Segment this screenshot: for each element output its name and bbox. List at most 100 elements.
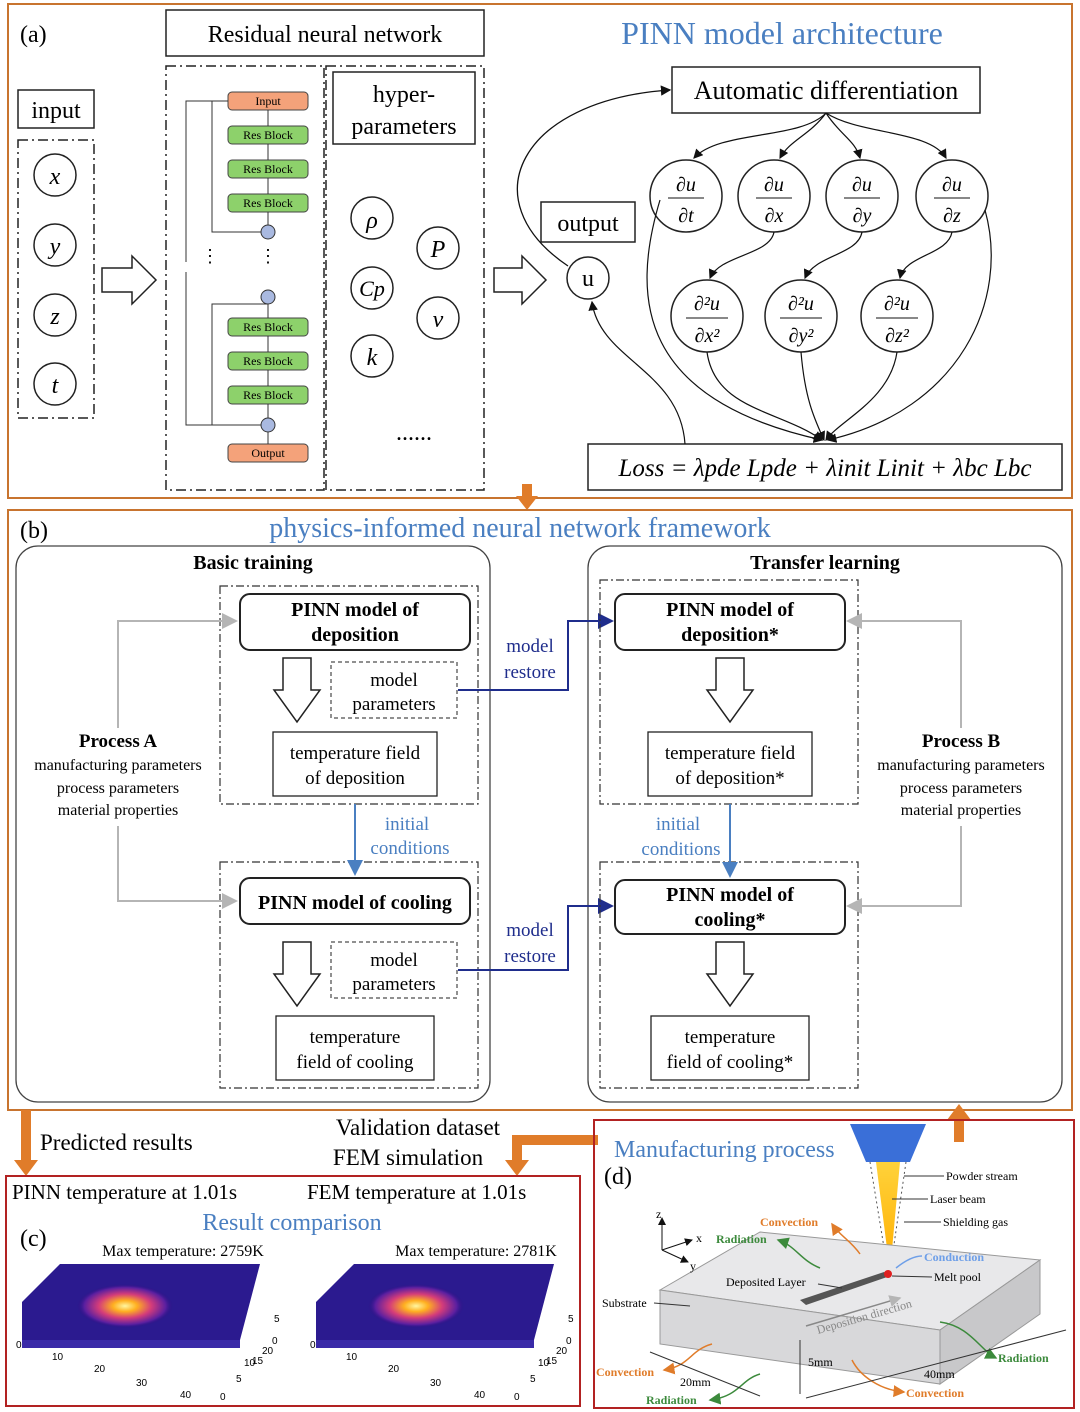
axis-x-arrow <box>661 1238 693 1251</box>
panel-c-title: Result comparison <box>202 1210 381 1236</box>
label-substrate: Substrate <box>602 1296 647 1310</box>
panel-d-labels: Powder stream Laser beam Shielding gas M… <box>596 1169 1067 1407</box>
process-b-arrow-top <box>846 613 962 728</box>
fem-x-tick-3: 30 <box>430 1378 442 1389</box>
deriv-dudt-den: ∂t <box>678 205 694 227</box>
model-restore-arrow-2 <box>458 898 614 971</box>
pinn-cooling-box <box>239 877 471 925</box>
pinn-deposition-line2: deposition <box>311 624 399 646</box>
pinn-y-tick-0: 0 <box>220 1392 226 1403</box>
first-derivative-nodes: ∂u ∂t ∂u ∂x ∂u ∂y ∂u ∂z <box>649 159 989 233</box>
model-restore-1-line2: restore <box>504 662 556 683</box>
loss-box <box>587 443 1063 491</box>
pinn-cooling-label: PINN model of cooling <box>258 892 452 914</box>
model-params-1-line1: model <box>370 670 418 691</box>
axis-x-label: x <box>696 1231 702 1245</box>
hyper-title-line2: parameters <box>351 114 456 140</box>
hyper-node-cp-label: Cp <box>359 276 385 301</box>
deriv2-x-den: ∂x² <box>695 325 721 347</box>
laser-beam-cone <box>876 1162 900 1272</box>
deriv2-z-num: ∂²u <box>884 293 910 315</box>
initial-transfer-line2: conditions <box>641 839 720 860</box>
pinn-z-tick-0: 0 <box>272 1336 278 1347</box>
pinn-hotspot <box>77 1284 173 1328</box>
autodiff-label: Automatic differentiation <box>694 76 959 105</box>
transfer-learning-title: Transfer learning <box>750 552 900 574</box>
pinn-cooling-star-line2: cooling* <box>694 909 765 931</box>
pinn-cooling-star-box <box>614 879 846 935</box>
input-node-x-label: x <box>49 164 61 190</box>
ellipsis-right: ⋮ <box>259 246 277 266</box>
deriv-dudy-num: ∂u <box>852 174 872 196</box>
label-powder-stream: Powder stream <box>946 1169 1018 1183</box>
hyper-node-k-label: k <box>367 345 378 371</box>
label-conduction: Conduction <box>924 1250 984 1264</box>
panel-d-title: Manufacturing process <box>614 1137 835 1163</box>
process-b-title: Process B <box>922 731 1001 752</box>
pinn-block-side <box>22 1340 240 1348</box>
panel-a-title: PINN model architecture <box>621 15 943 51</box>
label-dim-20mm: 20mm <box>680 1375 711 1389</box>
fem-block-side <box>316 1340 534 1348</box>
model-params-2-line1: model <box>370 950 418 971</box>
initial-transfer-line1: initial <box>656 814 700 835</box>
deriv-dudz-num: ∂u <box>942 174 962 196</box>
label-dim-40mm: 40mm <box>924 1367 955 1381</box>
loss-arrows <box>588 199 992 445</box>
fem-z-tick-1: 5 <box>568 1314 574 1325</box>
pinn-y-tick-3: 15 <box>252 1356 264 1367</box>
axis-y-arrow <box>661 1249 689 1263</box>
process-a-line2: process parameters <box>57 780 179 797</box>
pinn-cooling-star-line1: PINN model of <box>666 884 794 906</box>
process-b-line3: material properties <box>901 802 1021 819</box>
leader-melt <box>891 1275 933 1278</box>
radiation-bottom-arrow <box>708 1373 761 1405</box>
leader-deposited <box>817 1283 843 1289</box>
pinn-x-tick-3: 30 <box>136 1378 148 1389</box>
sum-node-2 <box>260 289 276 305</box>
input-label: input <box>31 98 81 124</box>
connector-b-c-head <box>14 1160 38 1176</box>
panel-a: (a) PINN model architecture input x y z … <box>7 3 1073 499</box>
process-a-line1: manufacturing parameters <box>34 757 201 774</box>
autodiff-arrows <box>693 112 947 160</box>
pinn-deposition-star-box <box>614 593 846 651</box>
label-melt-pool: Melt pool <box>934 1270 982 1284</box>
model-restore-2-line2: restore <box>504 946 556 967</box>
deriv2-z-den: ∂z² <box>885 325 910 347</box>
pinn-z-tick-1: 5 <box>274 1314 280 1325</box>
nozzle <box>850 1124 926 1162</box>
input-node-x <box>33 153 77 197</box>
process-a-arrow-bottom <box>117 826 238 909</box>
pinn-deposition-star-line2: deposition* <box>681 624 779 646</box>
temp-dep-star-box <box>647 731 813 797</box>
temp-dep-line1: temperature field <box>290 743 421 764</box>
label-convection-top: Convection <box>760 1215 818 1229</box>
pinn-x-tick-2: 20 <box>94 1364 106 1375</box>
fem-x-tick-2: 20 <box>388 1364 400 1375</box>
powder-stream-left <box>869 1161 889 1273</box>
res-block-4-label: Res Block <box>243 320 293 334</box>
resnet-input-label: Input <box>255 94 281 108</box>
pinn-x-tick-1: 10 <box>52 1352 64 1363</box>
deriv-dudy-den: ∂y <box>853 205 872 227</box>
hyper-more: ...... <box>396 420 432 446</box>
label-laser-beam: Laser beam <box>930 1192 986 1206</box>
hyper-node-k <box>350 334 394 378</box>
fem-hotspot <box>368 1284 464 1328</box>
arrow-input-to-resnet <box>101 254 158 306</box>
basic-training-title: Basic training <box>193 552 312 574</box>
label-dim-5mm: 5mm <box>808 1355 833 1369</box>
label-radiation-top: Radiation <box>716 1232 767 1246</box>
dim-20mm-line <box>649 1351 761 1397</box>
fem-x-tick-1: 10 <box>346 1352 358 1363</box>
resnet-title-box <box>165 9 485 57</box>
predicted-results: Predicted results <box>40 1130 193 1155</box>
arrow-resnet-to-output <box>493 254 548 306</box>
input-node-t <box>33 362 77 406</box>
model-restore-arrow-1 <box>458 613 614 691</box>
loss-formula: Loss = λpde Lpde + λinit Linit + λbc Lbc <box>618 455 1032 482</box>
arrow-dep-star-down <box>705 657 755 724</box>
fem-y-tick-3: 15 <box>546 1356 558 1367</box>
